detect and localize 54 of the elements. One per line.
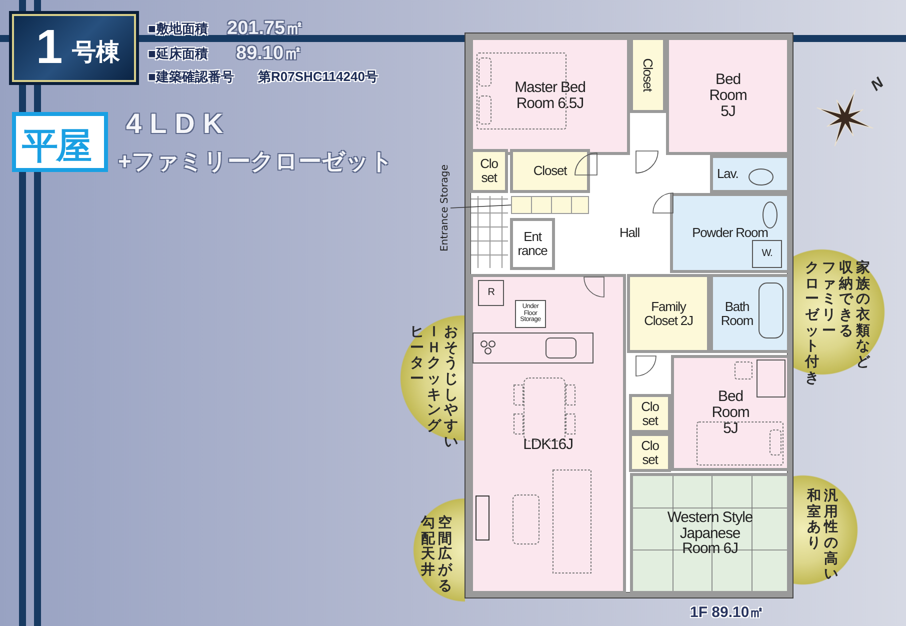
washer-space xyxy=(752,240,782,268)
closet xyxy=(470,149,508,193)
room-label: LDK16J xyxy=(523,437,573,453)
single-storey-badge xyxy=(12,112,108,172)
room-label: Bed Room 5J xyxy=(710,389,750,437)
room xyxy=(670,193,790,273)
closet xyxy=(629,394,671,433)
closet xyxy=(629,433,671,472)
floor-area-label: 1F 89.10㎡ xyxy=(690,603,764,622)
room-label: Closet xyxy=(533,164,567,178)
compass-north-label: N xyxy=(868,74,888,94)
closet xyxy=(510,149,590,193)
leader-line xyxy=(450,204,512,208)
closet xyxy=(627,274,710,353)
room-label: Hall xyxy=(620,226,640,240)
room-label: W. xyxy=(762,248,772,260)
closet xyxy=(630,37,666,113)
room-label: Clo set xyxy=(640,438,660,466)
spec-text: 89.10㎡ xyxy=(236,42,303,66)
room-label: Clo set xyxy=(640,400,660,428)
house-type-label: 平屋 xyxy=(22,125,90,169)
building-suffix: 号棟 xyxy=(72,38,120,68)
room-label: R xyxy=(488,288,494,298)
shoe-storage-cabinet xyxy=(511,196,589,214)
room-label: Lav. xyxy=(717,167,738,181)
spec-text: 201.75㎡ xyxy=(227,17,304,41)
spec-text: 第R07SHC114240号 xyxy=(258,68,378,86)
floor-plan-type: 4LDK xyxy=(126,108,232,140)
room xyxy=(710,274,790,353)
callout-text: 空間広がる勾配天井 xyxy=(421,516,452,594)
room-label: Closet xyxy=(641,58,655,92)
spec-text: ■延床面積 xyxy=(148,45,208,63)
storage-hatch xyxy=(515,300,546,328)
room-label: Western Style Japanese Room 6J xyxy=(666,510,754,558)
room xyxy=(470,37,630,155)
room xyxy=(666,37,790,155)
floor-plan-type: +ファミリークローゼット xyxy=(118,147,394,176)
spec-text: ■建築確認番号 xyxy=(148,68,234,86)
room-label: Clo set xyxy=(479,157,499,185)
room-label: Ent rance xyxy=(516,230,548,258)
entrance-floor xyxy=(510,218,555,270)
room xyxy=(671,355,790,471)
room-label: Family Closet 2J xyxy=(643,300,694,328)
room-label: Entrance Storage xyxy=(440,164,450,252)
building-number: 1 xyxy=(36,20,63,75)
room xyxy=(470,274,626,594)
room-label: Bath Room xyxy=(720,300,754,328)
spec-text: ■敷地面積 xyxy=(148,20,208,38)
room-label: Master Bed Room 6.5J xyxy=(514,80,586,112)
building-number-badge xyxy=(12,14,136,82)
room xyxy=(710,155,790,193)
storage-hatch xyxy=(478,280,504,306)
room-label: Bed Room 5J xyxy=(708,72,748,120)
room-label: Powder Room xyxy=(692,226,768,240)
